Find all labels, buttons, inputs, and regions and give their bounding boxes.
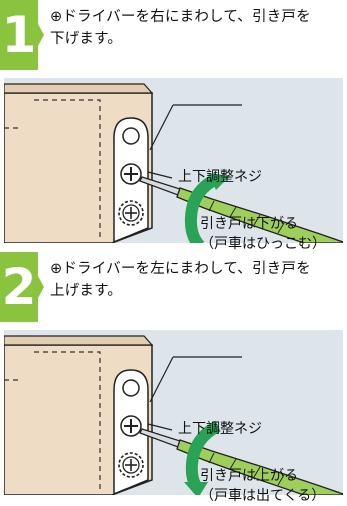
- adjuster-label: 上下調整ネジ: [178, 169, 262, 185]
- illustration-panel: 上下調整ネジ 引き戸は上がる （戸車は出てくる）: [4, 330, 343, 504]
- door-adjustment-illustration: [4, 335, 343, 495]
- label-leader-line: [149, 104, 174, 151]
- rotate-counterclockwise-arrow-icon: [184, 420, 221, 495]
- illustration-panel: 上下調整ネジ 引き戸は下がる （戸車はひっこむ）: [4, 78, 343, 252]
- instruction-line-1: ⊕ドライバーを左にまわして、引き戸を: [50, 261, 311, 277]
- adjuster-label: 上下調整ネジ: [178, 421, 262, 437]
- door-dashed-line: [34, 351, 101, 490]
- movement-line-2: （戸車は出てくる）: [200, 488, 326, 504]
- step-number: 1: [1, 6, 37, 64]
- step-instruction: ⊕ドライバーを左にまわして、引き戸を 上げます。: [50, 258, 342, 302]
- movement-line-1: 引き戸は下がる: [200, 216, 298, 232]
- movement-line-1: 引き戸は上がる: [200, 468, 298, 484]
- door-top-edge: [4, 83, 154, 94]
- movement-description: 引き戸は上がる （戸車は出てくる）: [200, 466, 325, 506]
- step-number-badge: 1: [0, 0, 44, 70]
- step-2: 2 ⊕ドライバーを左にまわして、引き戸を 上げます。: [0, 252, 347, 504]
- instruction-line-1: ⊕ドライバーを右にまわして、引き戸を: [50, 9, 311, 25]
- label-leader-line: [149, 356, 174, 403]
- plate-hole-icon: [122, 379, 140, 397]
- movement-line-2: （戸車はひっこむ）: [200, 236, 326, 252]
- step-1: 1 ⊕ドライバーを右にまわして、引き戸を 下げます。: [0, 0, 347, 252]
- step-number-badge: 2: [0, 252, 44, 322]
- plate-hole-icon: [122, 127, 140, 145]
- instruction-line-2: 上げます。: [50, 283, 123, 299]
- screwdriver-icon: [139, 176, 343, 243]
- movement-description: 引き戸は下がる （戸車はひっこむ）: [200, 214, 326, 254]
- door-top-edge: [4, 335, 154, 346]
- instruction-line-2: 下げます。: [50, 31, 123, 47]
- door-dashed-line: [34, 99, 101, 238]
- door-adjustment-illustration: [4, 83, 343, 243]
- step-number: 2: [1, 258, 37, 316]
- rotate-clockwise-arrow-icon: [184, 172, 230, 243]
- step-instruction: ⊕ドライバーを右にまわして、引き戸を 下げます。: [50, 6, 342, 50]
